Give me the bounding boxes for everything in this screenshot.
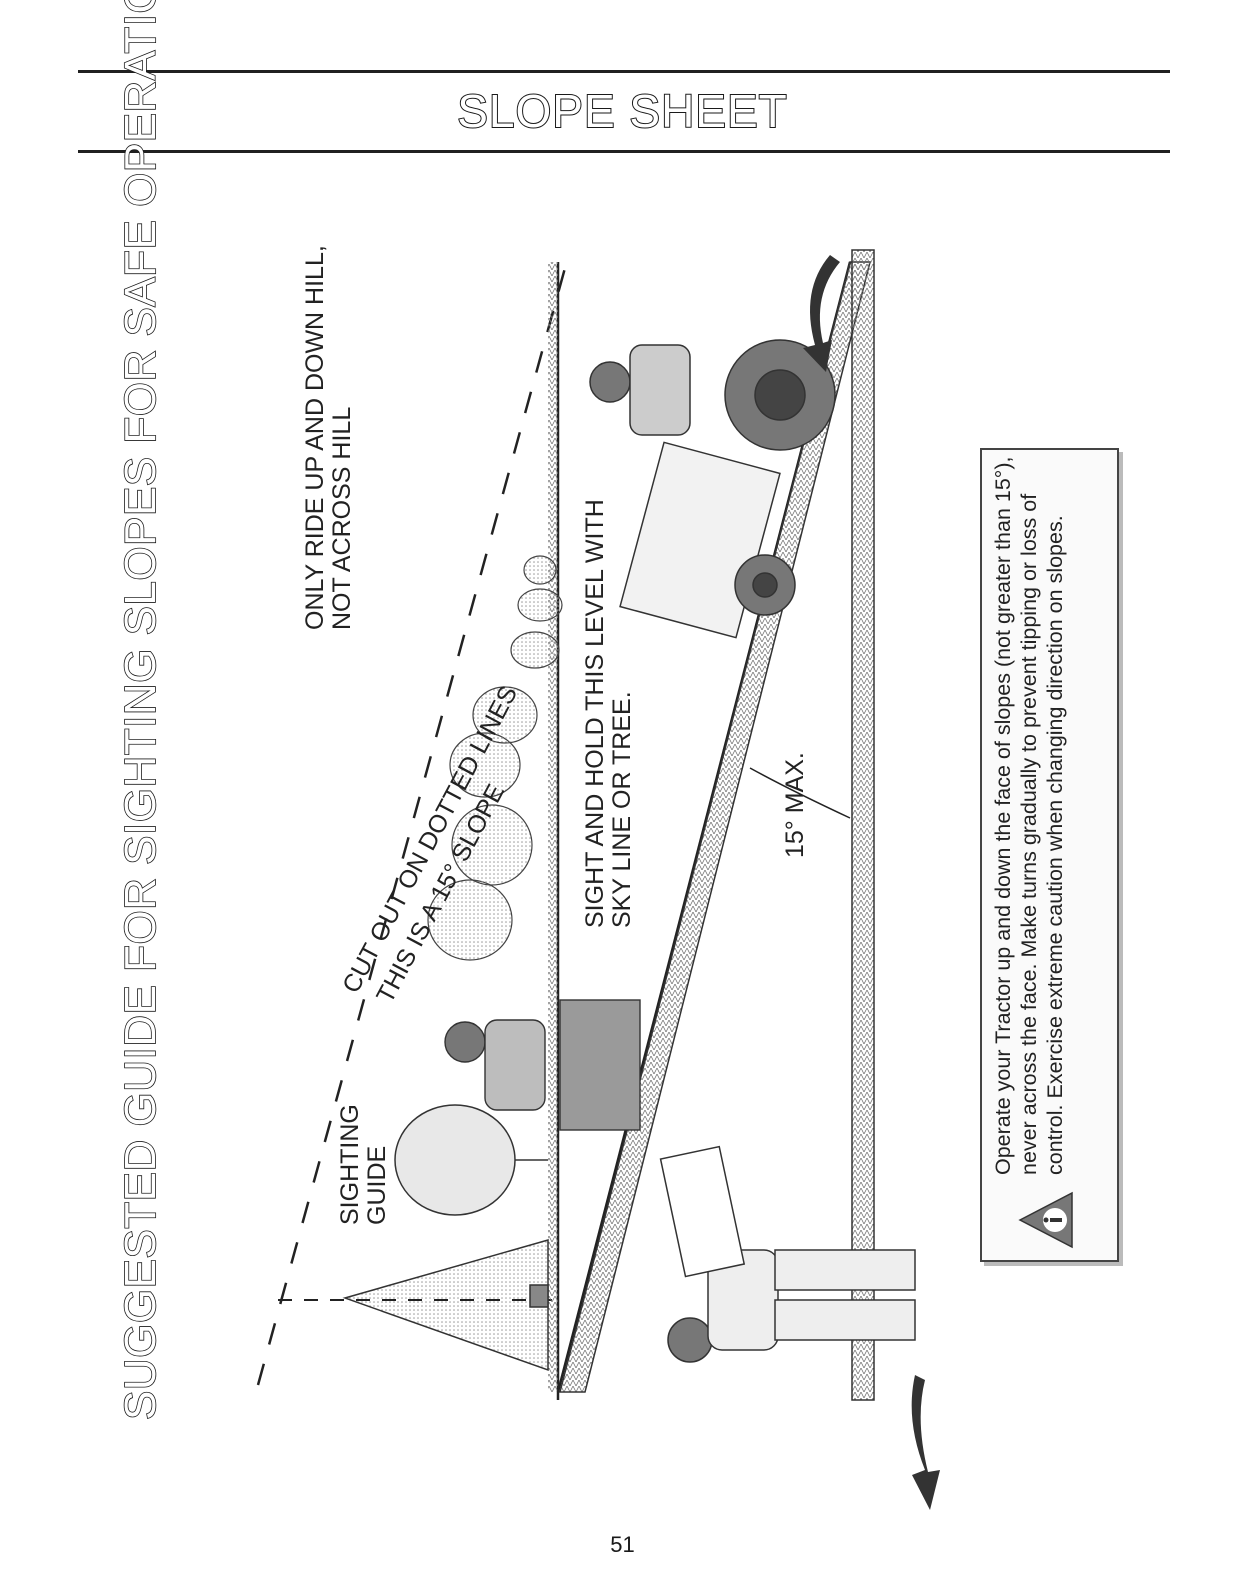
row-of-trees-icon [427,555,563,961]
flat-ground [851,249,875,1401]
level-ground-grass [548,262,558,1392]
person-sighting-icon [659,1145,916,1363]
label-sighting-line-2: GUIDE [363,1145,391,1225]
warning-box: Operate your Tractor up and down the fac… [980,448,1119,1262]
page-number: 51 [610,1532,635,1557]
label-sighting-line-1: SIGHTING [336,1104,364,1225]
label-ride-up-down: ONLY RIDE UP AND DOWN HILL, NOT ACROSS H… [301,245,356,630]
tree-icon [394,1104,548,1216]
label-fifteen-max: 15° MAX. [781,752,809,858]
top-rule [78,70,1170,73]
label-ride-line-2: NOT ACROSS HILL [328,406,356,630]
lawn-tractor-icon [589,339,836,639]
label-sight-line-1: SIGHT AND HOLD THIS LEVEL WITH [581,499,609,928]
tractor-rider-small-icon [444,999,641,1131]
warning-text: Operate your Tractor up and down the fac… [991,456,1067,1175]
bottom-rule [78,150,1170,153]
label-sight-line-2: SKY LINE OR TREE. [608,691,636,928]
label-ride-line-1: ONLY RIDE UP AND DOWN HILL, [301,245,329,630]
arrow-up-hill-icon [911,1375,940,1510]
label-sight-and-hold: SIGHT AND HOLD THIS LEVEL WITH SKY LINE … [581,499,636,928]
page-title: SLOPE SHEET [456,84,788,138]
warning-triangle-icon [1018,1191,1073,1249]
label-sighting-guide: SIGHTING GUIDE [336,1104,391,1225]
pine-tree-icon [342,1239,549,1372]
angle-arc [749,767,851,819]
arrow-down-hill-icon [803,255,840,372]
